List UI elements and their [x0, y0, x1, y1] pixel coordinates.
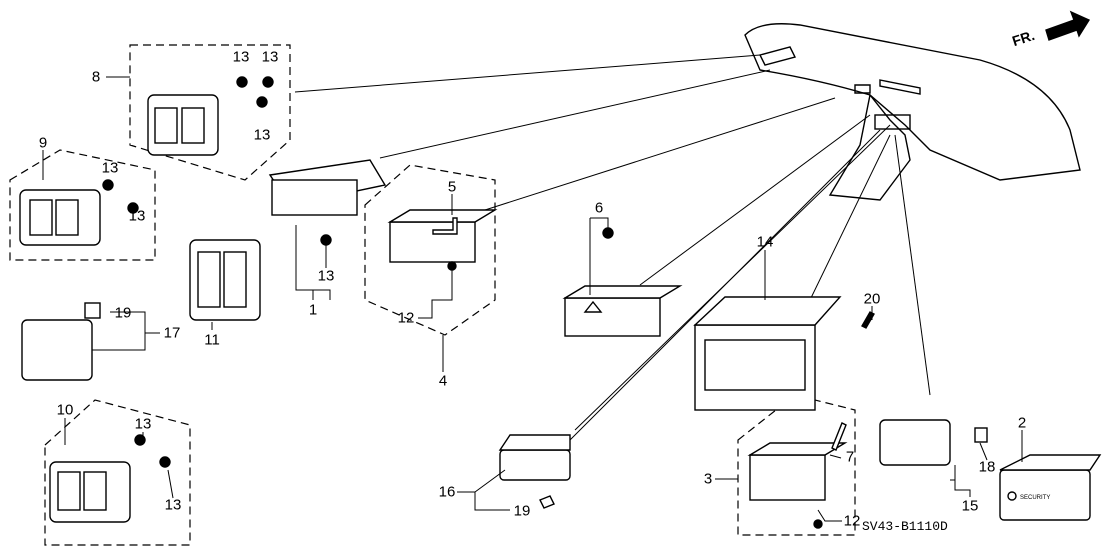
dashboard-outline	[744, 23, 1081, 181]
callout: 1	[308, 301, 318, 319]
callout: 13	[101, 159, 119, 177]
callout: 18	[978, 458, 996, 476]
callout: 17	[163, 324, 181, 342]
callout: 6	[594, 199, 604, 217]
callout: 14	[756, 233, 774, 251]
callout: 13	[261, 48, 279, 66]
group-3-box	[737, 394, 856, 536]
callout: 13	[317, 267, 335, 285]
group-9-box	[9, 149, 156, 261]
callout: 16	[438, 483, 456, 501]
callout: 5	[447, 178, 457, 196]
callout: 15	[961, 497, 979, 515]
diagram-code: SV43-B1110D	[862, 519, 948, 534]
callout: 13	[253, 126, 271, 144]
callout: 19	[114, 304, 132, 322]
callout: 19	[513, 502, 531, 520]
callout: 13	[164, 496, 182, 514]
callout: 13	[134, 415, 152, 433]
callout: 12	[397, 309, 415, 327]
callout: 13	[128, 207, 146, 225]
callout: 13	[232, 48, 250, 66]
callout: 10	[56, 401, 74, 419]
group-4-box	[364, 164, 496, 336]
callout: 9	[38, 134, 48, 152]
callout: 7	[845, 448, 855, 466]
callout: 12	[843, 512, 861, 530]
callout: 8	[91, 68, 101, 86]
fr-arrow	[1045, 10, 1091, 41]
callout: 4	[438, 372, 448, 390]
security-label: SECURITY	[1020, 495, 1050, 501]
callout: 11	[204, 331, 220, 349]
callout: 2	[1017, 414, 1027, 432]
group-8-box	[129, 44, 291, 181]
callout: 3	[703, 470, 713, 488]
group-10-box	[44, 399, 191, 546]
callout: 20	[863, 290, 881, 308]
